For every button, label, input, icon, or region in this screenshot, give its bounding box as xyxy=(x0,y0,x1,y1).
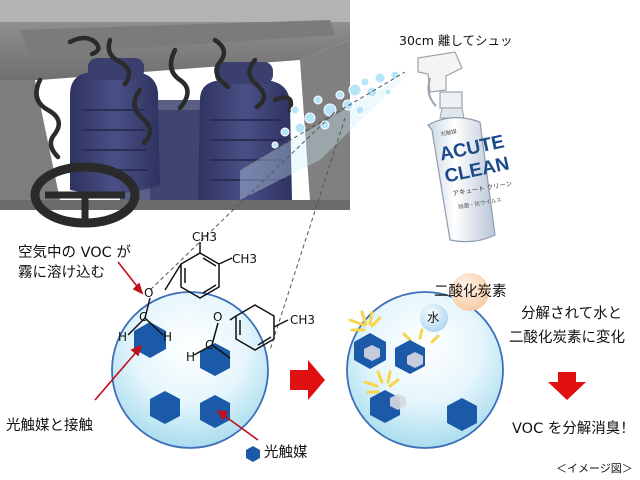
atom-ch3-top: CH3 xyxy=(192,230,218,244)
co2-bubble xyxy=(451,273,489,311)
voc-text-line2: 霧に溶け込む xyxy=(18,265,105,281)
atom-hydrogen-2: H xyxy=(163,330,173,344)
atom-hydrogen-3: H xyxy=(186,350,196,364)
atom-oxygen-2: O xyxy=(213,310,223,324)
result-line2: 二酸化炭素に変化 xyxy=(509,330,625,346)
water-label: 水 xyxy=(427,310,440,325)
left-sphere xyxy=(111,242,289,449)
atom-ch3-ring2: CH3 xyxy=(290,313,316,327)
water-bubble xyxy=(420,304,448,332)
down-arrow-icon xyxy=(548,372,586,400)
atom-ch3-right: CH3 xyxy=(232,252,258,266)
result-line1: 分解されて水と xyxy=(521,306,623,322)
photocatalyst-legend-label: 光触媒 xyxy=(264,445,308,461)
image-note: ＜イメージ図＞ xyxy=(556,462,633,475)
spray-mist xyxy=(240,70,410,200)
connector-lines xyxy=(149,71,406,351)
atom-carbon-2: C xyxy=(205,338,214,352)
red-arrows xyxy=(290,360,586,400)
atom-carbon-1: C xyxy=(139,310,148,324)
spray-bottle xyxy=(417,51,496,243)
legend-hexagon-icon xyxy=(246,446,260,462)
right-sphere xyxy=(346,273,504,449)
spray-instruction: 30cm 離してシュッ xyxy=(399,33,513,48)
right-arrow-icon xyxy=(290,360,325,400)
molecule-bonds xyxy=(127,242,289,359)
photocatalyst-hexagons xyxy=(134,322,230,428)
reaction-bursts xyxy=(348,310,440,394)
voc-decompose-label: VOC を分解消臭！ xyxy=(512,421,635,437)
callout-arrows xyxy=(94,261,259,441)
voc-text-line1: 空気中の VOC が xyxy=(18,245,131,261)
car-interior xyxy=(0,0,350,228)
co2-label: 二酸化炭素 xyxy=(434,284,507,300)
odor-wisps xyxy=(34,35,294,160)
atom-oxygen-1: O xyxy=(144,286,154,300)
atom-hydrogen-1: H xyxy=(118,330,128,344)
contact-label: 光触媒と接触 xyxy=(6,418,93,434)
